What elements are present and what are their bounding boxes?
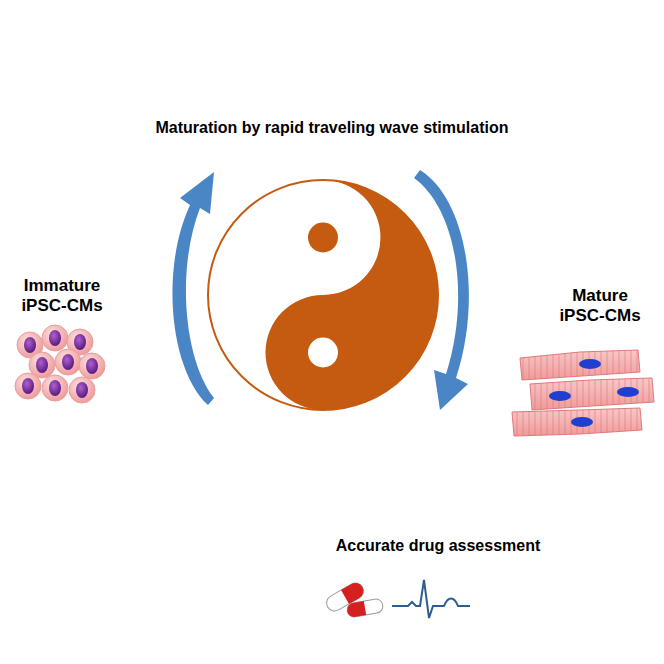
pill-icon xyxy=(324,580,384,618)
title-text: Maturation by rapid traveling wave stimu… xyxy=(52,118,612,137)
cell xyxy=(15,373,41,399)
cell xyxy=(55,349,81,375)
cell-nucleus xyxy=(49,330,61,346)
ecg-trace xyxy=(392,580,470,618)
cell-nucleus xyxy=(22,378,34,394)
stage-label: Immature iPSC-CMs xyxy=(12,276,112,317)
cell xyxy=(42,325,68,351)
cell-nucleus xyxy=(24,337,36,353)
immature-cells xyxy=(15,325,105,403)
mature-cells xyxy=(512,350,654,436)
cell-nucleus xyxy=(86,358,98,374)
cell-nucleus xyxy=(76,382,88,398)
outcome-label: Accurate drug assessment xyxy=(318,536,558,555)
cell-nucleus xyxy=(49,380,61,396)
cycle-arrows xyxy=(172,170,468,410)
cell-nucleus xyxy=(74,334,86,350)
stage-label: Mature iPSC-CMs xyxy=(550,286,650,327)
cell xyxy=(69,377,95,403)
cell-nucleus xyxy=(62,354,74,370)
cell xyxy=(79,353,105,379)
yin-yang-symbol xyxy=(208,180,438,410)
cell-nucleus xyxy=(36,357,48,373)
cell xyxy=(42,375,68,401)
